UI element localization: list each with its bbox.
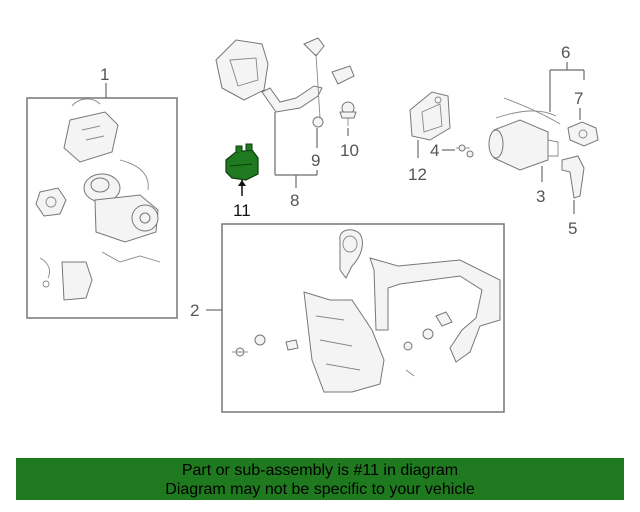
info-banner: Part or sub-assembly is #11 in diagram D…: [16, 458, 624, 500]
part-4-illustration: [456, 144, 474, 158]
bracket-shield-illustration: [232, 229, 501, 393]
bolt-10-illustration: [339, 101, 357, 126]
assembly-2-group: 2: [190, 223, 505, 413]
callout-12[interactable]: 12: [408, 165, 427, 184]
callout-9[interactable]: 9: [311, 151, 320, 170]
callout-5[interactable]: 5: [568, 219, 577, 238]
bracket-rod-illustration: [215, 37, 355, 128]
part-11-highlighted[interactable]: [225, 143, 259, 181]
callout-8[interactable]: 8: [290, 191, 299, 210]
callout-4[interactable]: 4: [430, 141, 439, 160]
part-7-illustration: [567, 121, 599, 147]
callout-1[interactable]: 1: [100, 65, 109, 84]
part-5-illustration: [561, 155, 585, 199]
assembly-1-group: 1: [26, 65, 178, 319]
callout-11[interactable]: 11: [233, 201, 251, 220]
callout-3[interactable]: 3: [536, 187, 545, 206]
banner-line-1: Part or sub-assembly is #11 in diagram: [181, 462, 459, 479]
callout-6[interactable]: 6: [561, 43, 570, 62]
callout-10[interactable]: 10: [340, 141, 359, 160]
bracket-12-illustration: [409, 91, 451, 141]
hose-6-illustration: [503, 97, 561, 125]
callout-2[interactable]: 2: [190, 301, 199, 320]
part-3-illustration: [488, 110, 559, 171]
callout-11-arrowhead: [238, 180, 246, 186]
banner-line-2: Diagram may not be specific to your vehi…: [165, 481, 475, 498]
pump-assembly-illustration: [35, 98, 161, 301]
callout-7[interactable]: 7: [574, 89, 583, 108]
